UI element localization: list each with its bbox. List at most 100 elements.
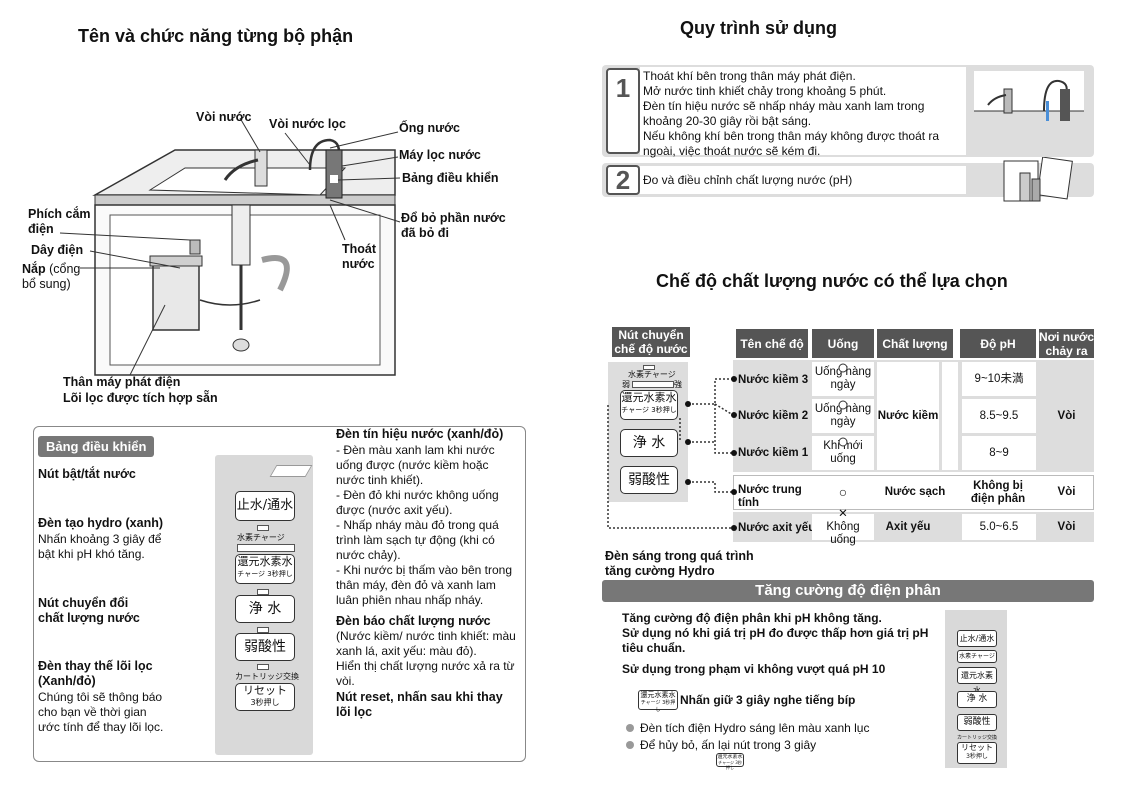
signal-label: Đèn tín hiệu nước (xanh/đỏ) [336, 427, 504, 441]
header-quality: Chất lượng [877, 329, 953, 358]
boost-line-2: Sử dụng nó khi giá trị pH đo được thấp h… [622, 626, 929, 655]
row-4-outlet: Vòi [1057, 486, 1076, 498]
row-1-name: Nước kiềm 3 [738, 374, 809, 386]
reset-button-label: リセット [243, 684, 287, 697]
header-mode-button: Nút chuyển chế độ nước [612, 327, 690, 357]
mode-pure-button[interactable]: 浄 水 [620, 429, 678, 457]
hydro-led-text: 水素チャージ [237, 533, 285, 542]
mode-hydro-button[interactable]: 還元水素水 チャージ 3秒押し [620, 390, 678, 420]
filter-desc: Chúng tôi sẽ thông báo cho bạn về thời g… [38, 690, 164, 734]
power-button[interactable]: 止水/通水 [235, 491, 295, 521]
boost-cancel-button-sub: チャージ 3秒押し [718, 760, 742, 770]
boost-hold-button-label: 還元水素水 [640, 691, 676, 699]
mini-hydro-led: 水素チャージ [957, 650, 997, 663]
hydro-led [257, 525, 269, 531]
mini-power-button[interactable]: 止水/通水 [957, 630, 997, 647]
mode-strength-high: 強 [674, 380, 682, 389]
row-4-drink: ○ [838, 484, 848, 500]
process-title: Quy trình sử dụng [680, 18, 838, 38]
mini-hydro-button[interactable]: 還元水素水 [957, 667, 997, 695]
reset-button-sub: 3秒押し [250, 698, 280, 707]
row-5-outlet: Vòi [1057, 520, 1076, 533]
mode-acid-button[interactable]: 弱酸性 [620, 466, 678, 494]
mode-hydro-button-sub: チャージ 3秒押し [621, 406, 677, 414]
boost-hold-button[interactable]: 還元水素水 チャージ 3秒押し [638, 690, 678, 713]
cross-icon: ✕ [838, 507, 848, 520]
mini-acid-button[interactable]: 弱酸性 [957, 714, 997, 731]
boost-line-1: Tăng cường độ điện phân khi pH không tăn… [622, 611, 882, 625]
cap-label: Nắp (cổng bổ sung) [22, 262, 81, 291]
mini-cartridge-text: カートリッジ交換 [957, 735, 998, 741]
filter-led [257, 664, 269, 670]
step-2-text: Đo và điều chỉnh chất lượng nước (pH) [640, 166, 966, 194]
hydro-desc: Nhấn khoảng 3 giây để bật khi pH khó tăn… [38, 532, 162, 561]
filter-unit-label: Máy lọc nước [399, 148, 481, 162]
boost-bullet-2: Để hủy bỏ, ấn lại nút trong 3 giây [640, 738, 817, 752]
mini-reset-sub: 3秒押し [966, 753, 988, 760]
header-drink: Uống [812, 329, 874, 358]
mode-strength-low: 弱 [622, 380, 630, 389]
row-5-drink: ✕ Không uống [812, 508, 874, 546]
row-5-drink-text: Không uống [826, 520, 860, 546]
mode-strength-meter [632, 381, 674, 388]
filter-label: Đèn thay thế lõi lọc (Xanh/đỏ) [38, 659, 153, 688]
reset-label: Nút reset, nhấn sau khi thay lõi lọc [336, 690, 503, 719]
drain-label: Thoát nước [342, 242, 377, 271]
mode-hydro-button-label: 還元水素水 [621, 391, 677, 404]
pure-led [257, 589, 269, 595]
mini-reset-button[interactable]: リセット 3秒押し [957, 742, 997, 764]
boost-line-3: Sử dụng trong phạm vi không vượt quá pH … [622, 662, 886, 676]
acid-button[interactable]: 弱酸性 [235, 633, 295, 661]
row-5-quality: Axit yếu [885, 520, 931, 533]
step-2: 2 Đo và điều chỉnh chất lượng nước (pH) [602, 156, 1094, 202]
row-3-name: Nước kiềm 1 [738, 447, 809, 459]
control-panel-device: 止水/通水 水素チャージ 還元水素水 チャージ 3秒押し 浄 水 弱酸性 カート… [215, 455, 313, 755]
boost-hold: Nhấn giữ 3 giây nghe tiếng bíp [680, 693, 856, 707]
hydro-label: Đèn tạo hydro (xanh) [38, 516, 164, 530]
reset-button[interactable]: リセット 3秒押し [235, 683, 295, 711]
header-mode-name: Tên chế độ [736, 329, 808, 358]
bullet-1-icon [626, 724, 634, 732]
mode-hydro-led-text: 水素チャージ [628, 370, 676, 379]
modes-title: Chế độ chất lượng nước có thể lựa chọn [656, 271, 1008, 291]
hydro-button-label: 還元水素水 [237, 555, 293, 568]
row-3-ph: 8~9 [962, 436, 1036, 470]
parts-title: Tên và chức năng từng bộ phận [78, 26, 354, 46]
row-4-quality: Nước sạch [884, 486, 946, 498]
alkaline-outlet: Vòi [1057, 409, 1076, 422]
hydro-button-sub: チャージ 3秒押し [237, 570, 293, 578]
mini-pure-button[interactable]: 浄 水 [957, 691, 997, 708]
waste-pipe-label: Đổ bỏ phần nước đã bỏ đi [401, 211, 506, 240]
step-2-number: 2 [606, 165, 640, 195]
pure-button[interactable]: 浄 水 [235, 595, 295, 623]
row-1-ph: 9~10未満 [962, 362, 1036, 396]
step-1-image [974, 71, 1084, 149]
boost-bar: Tăng cường độ điện phân [602, 580, 1094, 602]
boost-hold-button-sub: チャージ 3秒押し [640, 700, 676, 713]
alkaline-spacer [942, 362, 958, 470]
mode-hydro-led [643, 365, 655, 370]
control-panel-tag: Bảng điều khiển [38, 436, 155, 457]
plug-label: Phích cắm điện [28, 207, 91, 236]
header-outlet: Nơi nước chảy ra [1038, 329, 1095, 358]
acid-led [257, 627, 269, 633]
control-panel-label: Bảng điều khiển [402, 171, 499, 185]
mode-panel: 水素チャージ 弱 強 還元水素水 チャージ 3秒押し 浄 水 弱酸性 [608, 362, 688, 502]
row-5-ph: 5.0~6.5 [962, 514, 1036, 540]
body-label: Thân máy phát điện Lõi lọc được tích hợp… [63, 375, 218, 405]
step-1: 1 Thoát khí bên trong thân máy phát điện… [602, 65, 1094, 158]
bullet-2-icon [626, 741, 634, 749]
faucet-label: Vòi nước [196, 110, 252, 124]
signal-desc: - Đèn màu xanh lam khi nước uống được (n… [336, 443, 512, 607]
hydro-button[interactable]: 還元水素水 チャージ 3秒押し [235, 554, 295, 584]
row-4-name: Nước trung tính [738, 484, 802, 509]
switch-label: Nút chuyển đổi chất lượng nước [38, 596, 140, 625]
neutral-row-bg [733, 475, 1094, 510]
mini-control-panel: 止水/通水 水素チャージ 還元水素水 浄 水 弱酸性 カートリッジ交換 リセット… [945, 610, 1007, 768]
boost-cancel-button-label: 還元水素水 [717, 754, 743, 760]
header-ph: Độ pH [960, 329, 1036, 358]
boost-cancel-button[interactable]: 還元水素水 チャージ 3秒押し [716, 753, 744, 770]
step-1-text: Thoát khí bên trong thân máy phát điện. … [640, 67, 966, 158]
